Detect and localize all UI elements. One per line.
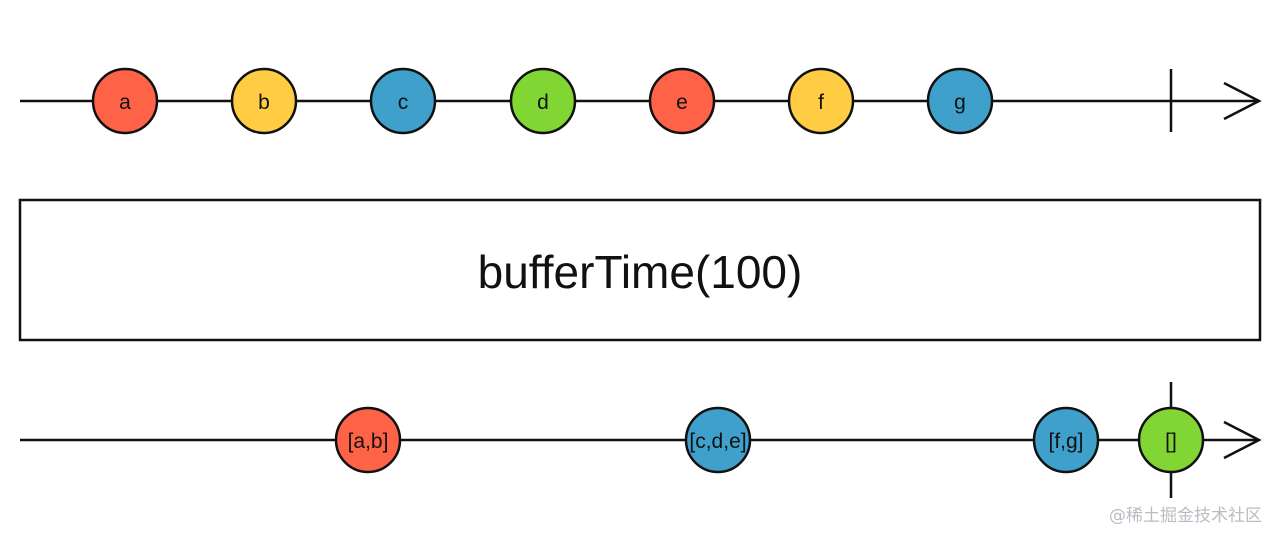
- input-marble-circle: [509, 67, 577, 135]
- output-marble: [f,g]: [1032, 406, 1100, 474]
- output-marble: [c,d,e]: [684, 406, 752, 474]
- input-marble: f: [787, 67, 855, 135]
- input-marbles: a b c d e f g: [91, 67, 994, 135]
- output-timeline: [a,b] [c,d,e] [f,g] []: [20, 382, 1262, 498]
- input-marble: a: [91, 67, 159, 135]
- output-marble: []: [1137, 406, 1205, 474]
- output-timeline-arrowhead: [1223, 420, 1262, 460]
- input-marble-label: c: [398, 91, 409, 114]
- output-marble-circle: [1137, 406, 1205, 474]
- output-marble-circle: [334, 406, 402, 474]
- input-marble-circle: [926, 67, 994, 135]
- watermark: @稀土掘金技术社区: [1109, 506, 1262, 526]
- operator-box-frame: [18, 198, 1262, 342]
- input-marble-label: f: [818, 91, 824, 114]
- input-timeline: a b c d e f g: [20, 67, 1262, 135]
- output-marble-circle: [1032, 406, 1100, 474]
- input-marble-circle: [648, 67, 716, 135]
- output-marble-circle: [684, 406, 752, 474]
- input-marble: b: [230, 67, 298, 135]
- output-marble: [a,b]: [334, 406, 402, 474]
- input-marble-label: e: [676, 91, 688, 114]
- operator-box: bufferTime(100): [18, 198, 1262, 342]
- input-marble: g: [926, 67, 994, 135]
- input-marble-label: d: [537, 91, 549, 114]
- input-marble-label: b: [258, 91, 270, 114]
- input-marble-circle: [91, 67, 159, 135]
- input-marble: c: [369, 67, 437, 135]
- output-marble-label: [f,g]: [1048, 430, 1083, 453]
- output-marbles: [a,b] [c,d,e] [f,g] []: [334, 406, 1205, 474]
- output-marble-label: [c,d,e]: [689, 430, 746, 453]
- input-marble-label: a: [119, 91, 131, 114]
- operator-label: bufferTime(100): [478, 246, 803, 298]
- input-timeline-arrowhead: [1223, 81, 1262, 121]
- input-marble-circle: [369, 67, 437, 135]
- input-marble-circle: [787, 67, 855, 135]
- input-marble: e: [648, 67, 716, 135]
- input-marble-label: g: [954, 91, 966, 114]
- output-marble-label: [a,b]: [348, 430, 389, 453]
- output-marble-label: []: [1165, 430, 1177, 453]
- input-marble-circle: [230, 67, 298, 135]
- input-marble: d: [509, 67, 577, 135]
